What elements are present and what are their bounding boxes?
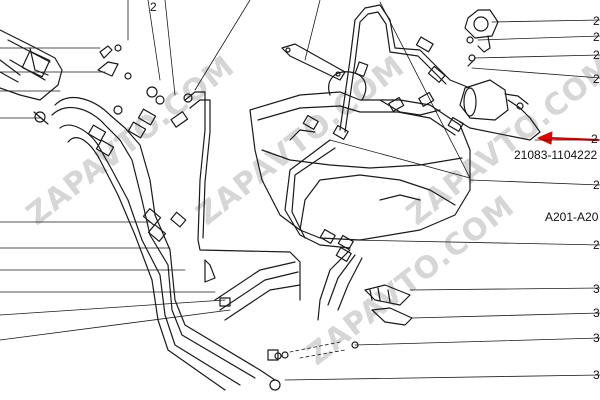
- highlight-arrow: [534, 131, 600, 145]
- mounting-strap: [281, 43, 346, 81]
- callout-number: 2: [593, 14, 600, 28]
- left-leader-lines: [0, 0, 321, 341]
- center-hoses: [170, 91, 301, 391]
- left-bracket-assembly: [0, 29, 132, 125]
- callout-number: 2: [150, 0, 157, 14]
- callout-number: 2: [593, 30, 600, 44]
- callout-number: 2: [593, 48, 600, 62]
- callout-number: 2: [593, 178, 600, 192]
- hardware-clips: [281, 284, 600, 381]
- callout-number: 3: [593, 282, 600, 296]
- callout-number: 3: [593, 368, 600, 382]
- callout-number: 2: [593, 72, 600, 86]
- callout-number: 2: [591, 132, 598, 146]
- clamp-bracket: [329, 1, 600, 246]
- part-number-label[interactable]: 21083-1104222: [514, 148, 598, 162]
- fuel-tank: [249, 71, 471, 241]
- callout-number: 2: [593, 238, 600, 252]
- callout-number: 3: [593, 306, 600, 320]
- callout-number: 3: [593, 331, 600, 345]
- engine-code-label: A201-A20: [545, 210, 599, 224]
- fuel-filter: [459, 79, 541, 141]
- fuel-lines-right: [284, 4, 471, 321]
- fuel-lines-left: [51, 86, 276, 391]
